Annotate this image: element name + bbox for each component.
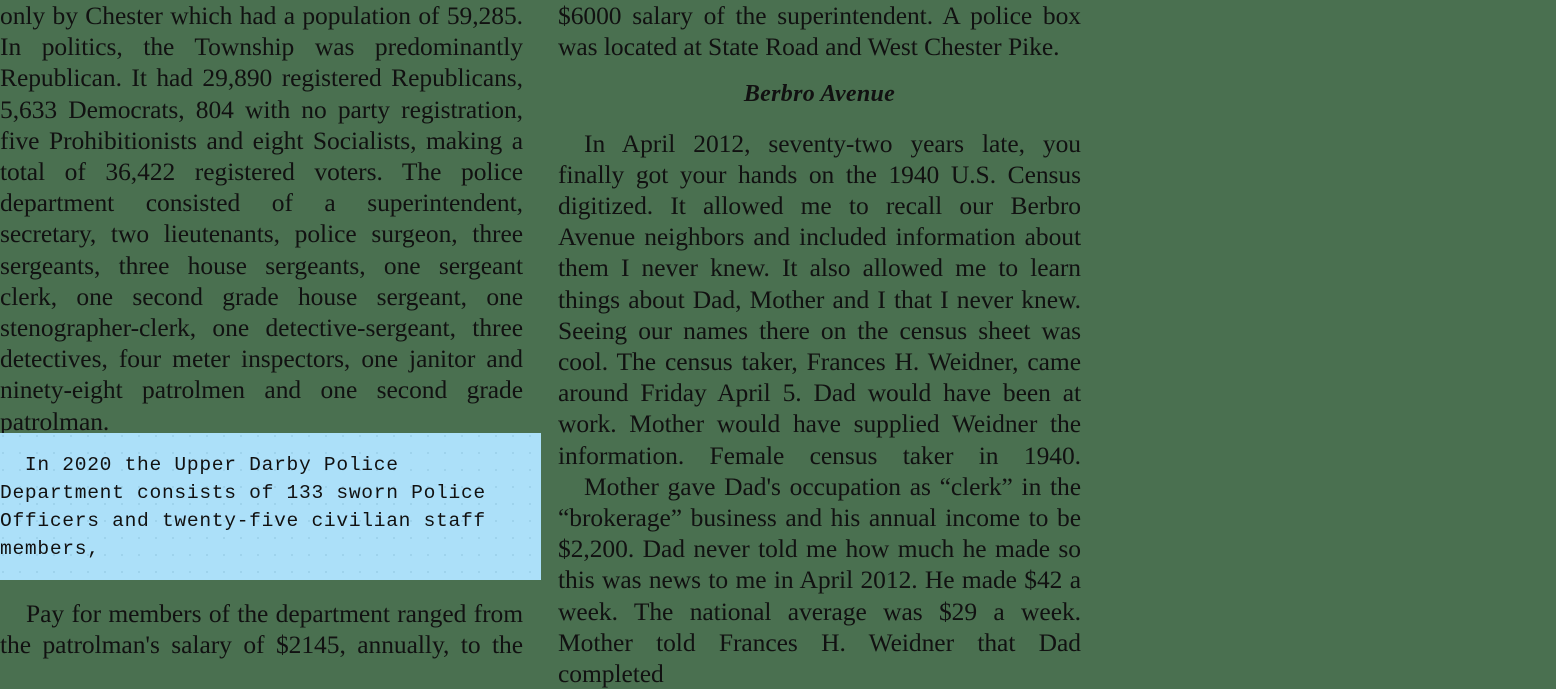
left-paragraph-after-callout: Pay for members of the department ranged… bbox=[0, 599, 523, 660]
highlighted-callout-block: In 2020 the Upper Darby Police Departmen… bbox=[0, 433, 541, 580]
right-continued-paragraph: $6000 salary of the superintendent. A po… bbox=[558, 1, 1081, 62]
left-column-lower: Pay for members of the department ranged… bbox=[0, 598, 523, 687]
right-text-column: $6000 salary of the superintendent. A po… bbox=[558, 0, 1081, 689]
section-heading-berbro-avenue: Berbro Avenue bbox=[743, 81, 896, 108]
right-paragraph-census: In April 2012, seventy-two years late, y… bbox=[558, 128, 1081, 470]
left-text-column: only by Chester which had a population o… bbox=[0, 0, 523, 687]
heading-spacer-above bbox=[558, 62, 1081, 79]
right-paragraph-occupation: Mother gave Dad's occupation as “clerk” … bbox=[558, 471, 1081, 689]
callout-monospace-text: In 2020 the Upper Darby Police Departmen… bbox=[0, 454, 499, 560]
left-continued-paragraph: only by Chester which had a population o… bbox=[0, 1, 523, 436]
heading-spacer-below bbox=[558, 111, 1081, 128]
